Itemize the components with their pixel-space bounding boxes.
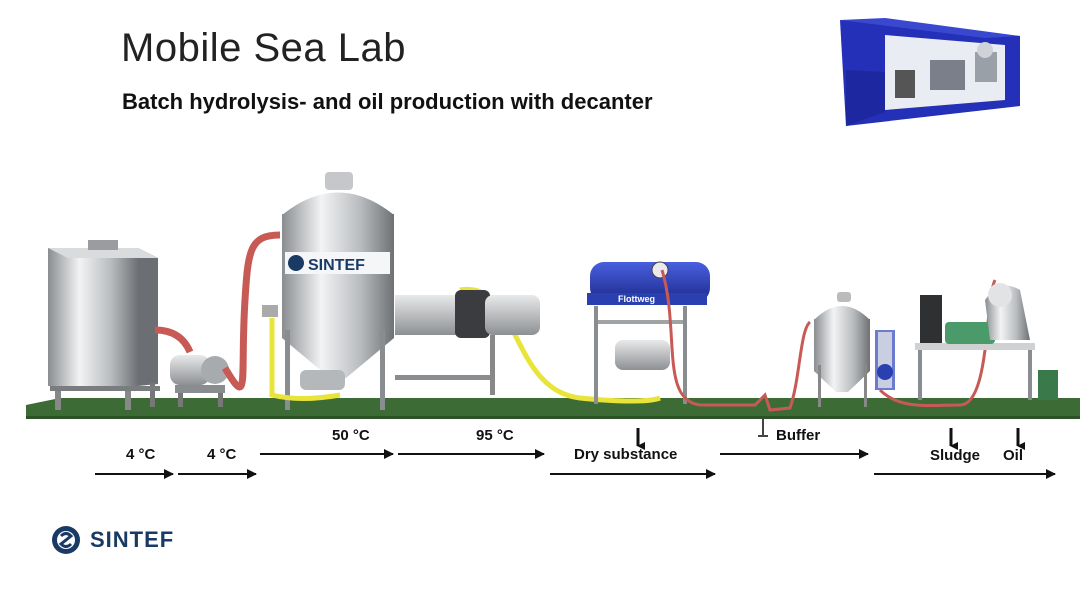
label-temp-4c-1: 4 °C xyxy=(126,446,156,463)
buffer-tank xyxy=(814,292,870,407)
hose-tank-to-pump xyxy=(154,326,194,354)
hose-pump-to-reactor xyxy=(221,231,281,391)
reactor-brand: SINTEF xyxy=(308,257,365,274)
label-oil: Oil xyxy=(1003,447,1024,464)
page-title: Mobile Sea Lab xyxy=(121,26,406,70)
separator xyxy=(915,283,1058,400)
pump-1 xyxy=(170,355,229,407)
label-temp-95c: 95 °C xyxy=(476,427,514,444)
tube-heater xyxy=(300,290,540,395)
label-temp-50c: 50 °C xyxy=(332,427,370,444)
container-image xyxy=(840,18,1020,126)
page-subtitle: Batch hydrolysis- and oil production wit… xyxy=(122,89,653,114)
label-buffer: Buffer xyxy=(776,427,821,444)
decanter-brand: Flottweg xyxy=(618,294,655,304)
plate-exchanger xyxy=(875,330,895,390)
sintef-logo: SINTEF xyxy=(84,527,174,553)
label-temp-4c-2: 4 °C xyxy=(207,446,237,463)
logo-text: SINTEF xyxy=(90,527,175,552)
buffer-tap-icon xyxy=(758,418,768,437)
storage-tank xyxy=(48,240,160,410)
sintef-logo-icon xyxy=(52,526,80,554)
yellow-hose-1 xyxy=(269,318,341,401)
label-sludge: Sludge xyxy=(930,447,981,464)
hose-decanter-to-buffer xyxy=(660,269,812,412)
hydrolysis-reactor: SINTEF xyxy=(262,172,394,410)
decanter: Flottweg xyxy=(587,261,710,404)
ground-floor xyxy=(26,398,1080,418)
label-dry-substance: Dry substance xyxy=(574,446,678,463)
